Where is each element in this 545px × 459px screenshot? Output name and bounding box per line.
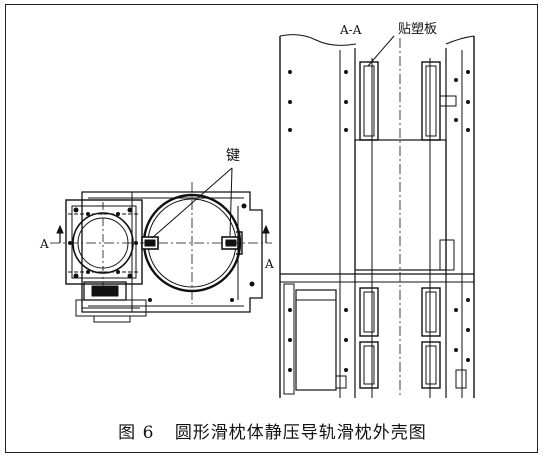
left-flange [65,199,143,285]
section-label-right: A [264,257,274,271]
left-housing [81,191,263,313]
section-view [279,34,475,398]
key-label: 键 [226,148,240,164]
plastic-plate-label: 贴塑板 [398,22,437,37]
section-view-label: A-A [339,23,362,37]
left-bolts [68,203,255,302]
caption-title: 圆形滑枕体静压导轨滑枕外壳图 [174,423,427,443]
left-bottom-bracket [75,281,147,323]
section-arrows [56,224,270,243]
figure-frame [5,4,538,453]
caption-number: 图 6 [118,423,155,443]
section-label-left: A [39,237,49,251]
section-bolts [288,70,470,372]
figure-caption: 图 6 圆形滑枕体静压导轨滑枕外壳图 [0,418,545,443]
